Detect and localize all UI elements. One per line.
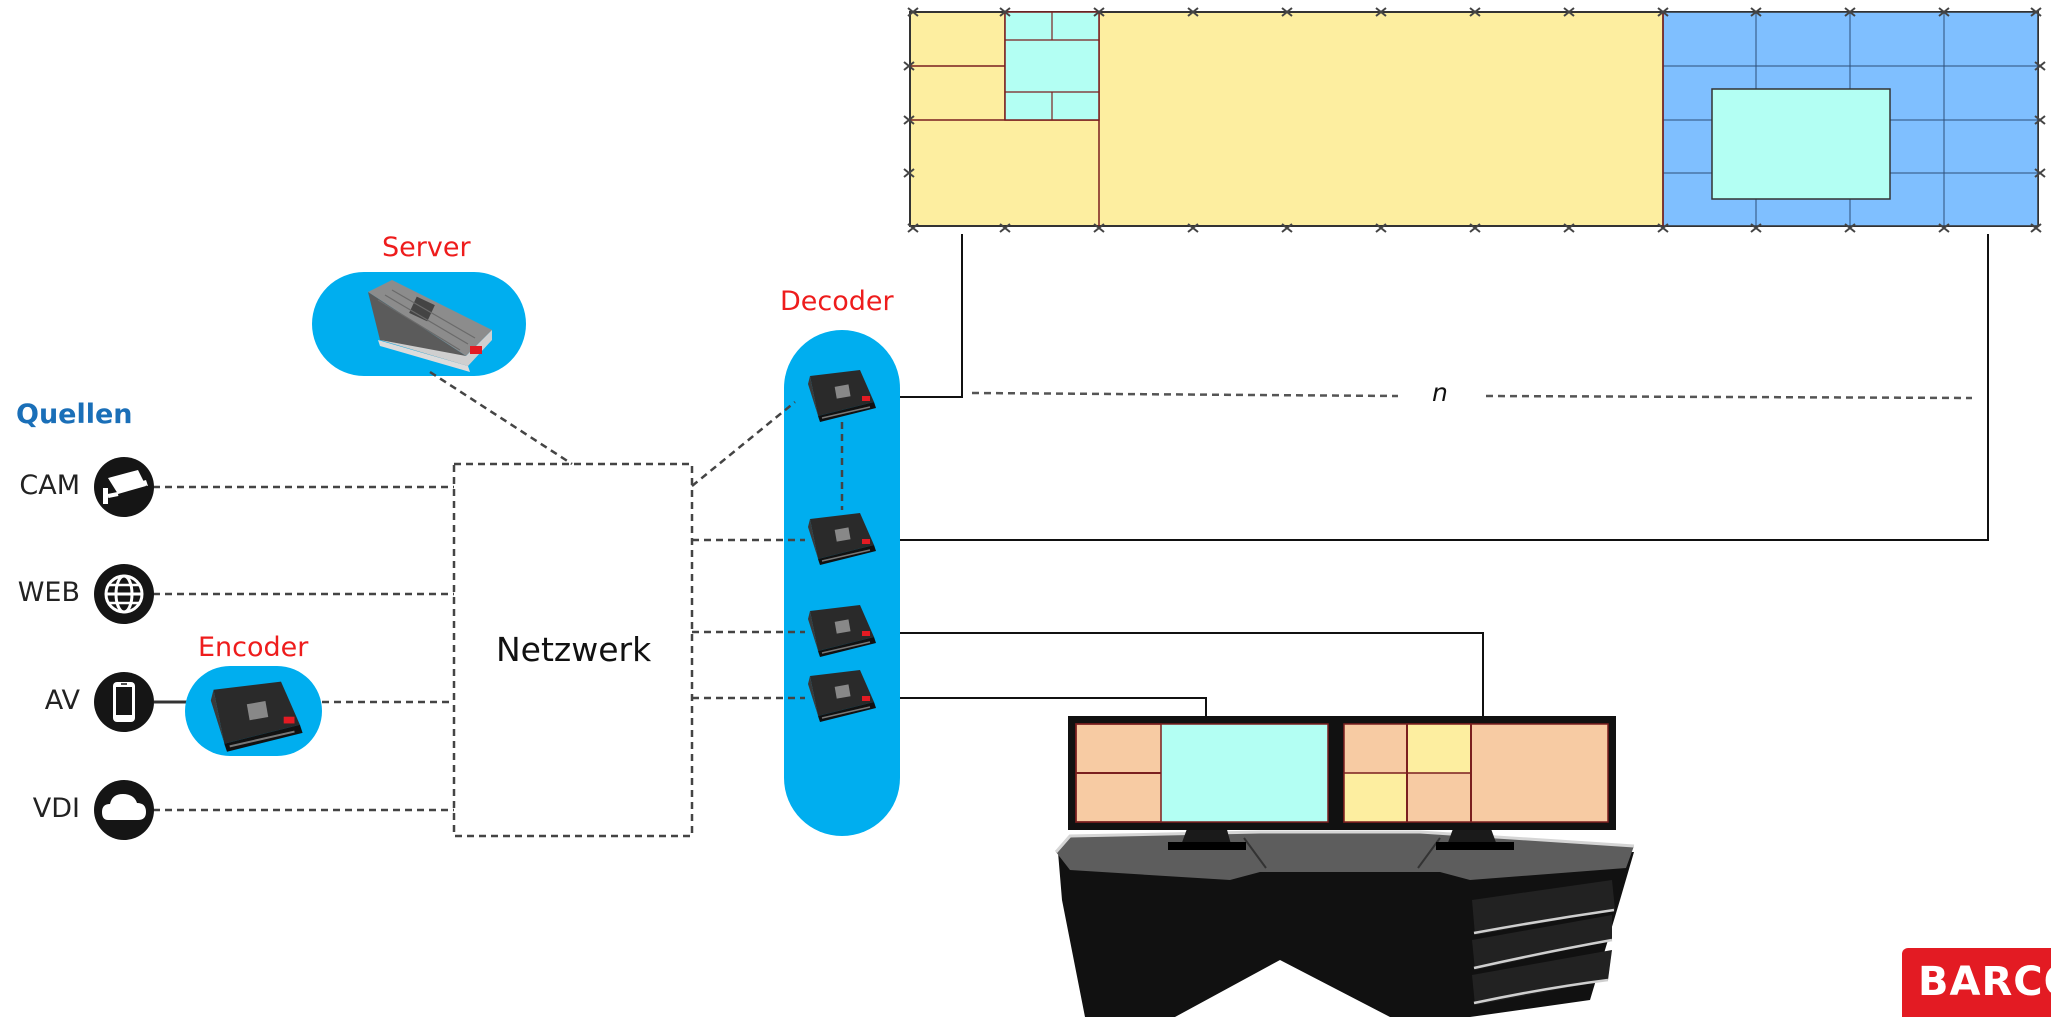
source-label-av: AV — [44, 685, 80, 716]
camera-icon — [94, 457, 154, 517]
wall-connections — [888, 234, 1989, 716]
sources-heading: Quellen — [16, 399, 133, 430]
n-label: n — [1432, 378, 1448, 407]
wall-cyan-window-large — [1711, 88, 1891, 200]
source-label-cam: CAM — [19, 470, 80, 501]
encoder-label: Encoder — [198, 632, 309, 663]
encoder-node — [154, 666, 322, 756]
source-label-vdi: VDI — [32, 793, 80, 824]
decoder-node — [784, 330, 900, 836]
video-wall — [903, 7, 2046, 233]
network-links — [153, 370, 805, 838]
server-label: Server — [382, 232, 471, 263]
decoder-label: Decoder — [780, 286, 894, 317]
n-dashed-line — [971, 391, 1973, 400]
network-label: Netzwerk — [496, 630, 652, 669]
server-node — [312, 272, 526, 376]
decoder-pill — [784, 330, 900, 836]
operator-console — [1054, 716, 1635, 1017]
barco-logo: BARCO — [1902, 948, 2051, 1017]
smartphone-icon — [94, 672, 154, 732]
network-box — [452, 462, 694, 838]
cloud-icon — [94, 780, 154, 840]
globe-icon — [94, 564, 154, 624]
source-label-web: WEB — [17, 577, 80, 608]
server-device-icon — [368, 280, 492, 372]
